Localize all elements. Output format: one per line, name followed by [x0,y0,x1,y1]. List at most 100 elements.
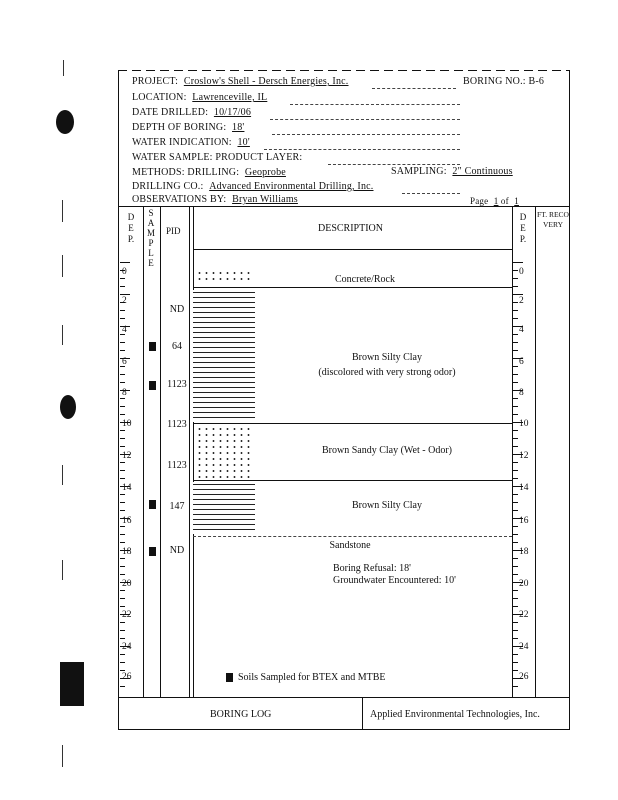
depth-tick [513,406,518,407]
depth-tick [513,374,518,375]
silty-clay-pattern-lower [193,482,255,534]
pid-value: 1123 [167,460,187,471]
sandy-clay-pattern [196,426,254,478]
sample-marker [149,381,156,390]
depth-tick [120,262,130,263]
legend-text: Soils Sampled for BTEX and MTBE [238,672,386,683]
depth-tick [120,454,130,455]
col-pid: PID [166,226,181,236]
observations-label: OBSERVATIONS BY: [132,194,227,205]
depth-label: DEPTH OF BORING: [132,122,227,133]
location-label: LOCATION: [132,92,187,103]
date-label: DATE DRILLED: [132,107,209,118]
depth-tick [120,534,125,535]
depth-tick [513,590,518,591]
project-underline [372,88,456,89]
pid-value: 64 [172,341,182,352]
refusal-note: Boring Refusal: 18' [333,563,411,574]
depth-row: DEPTH OF BORING: 18' [132,122,244,133]
depth-tick [120,382,125,383]
depth-tick [513,342,518,343]
layer-boundary [193,287,512,288]
sampling-row: SAMPLING: 2" Continuous [391,166,513,177]
depth-tick [120,414,125,415]
depth-tick [513,462,518,463]
depth-tick [120,582,130,583]
depth-tick [513,334,518,335]
depth-left-label: 0 [122,267,127,277]
log-frame [118,206,570,698]
depth-tick [513,486,523,487]
depth-left-label: 18 [122,547,132,557]
observations-row: OBSERVATIONS BY: Bryan Williams [132,194,298,205]
layer-description: Concrete/Rock [335,274,395,285]
drillco-row: DRILLING CO.: Advanced Environmental Dri… [132,181,374,192]
page-value: 1 [493,196,499,206]
page-indicator: Page 1 of 1 [470,196,519,206]
depth-tick [513,494,518,495]
depth-tick [513,478,518,479]
water-sample-underline [328,164,460,165]
depth-left-label: 26 [122,672,132,682]
product-layer-label: PRODUCT LAYER: [215,152,303,163]
depth-tick [513,446,518,447]
depth-left-label: 12 [122,451,132,461]
col-depth-left: D E P. [127,212,135,244]
depth-tick [120,638,125,639]
concrete-pattern [196,270,254,284]
pid-value: ND [169,304,185,315]
col-depth-right: D E P. [519,212,527,244]
depth-tick [120,494,125,495]
depth-tick [513,606,518,607]
depth-underline [272,134,460,135]
depth-left-label: 20 [122,579,132,589]
depth-tick [513,542,518,543]
col-recovery: FT. RECO VERY [537,210,569,229]
layer-description: Sandstone [329,540,371,551]
depth-tick [513,646,523,647]
depth-tick [120,318,125,319]
col-divider [193,206,194,698]
depth-tick [120,478,125,479]
depth-tick [513,270,518,271]
layer-boundary-dashed [193,536,512,537]
groundwater-note: Groundwater Encountered: 10' [333,575,456,586]
boring-label: BORING NO.: [463,76,526,87]
depth-tick [513,598,518,599]
methods-row: METHODS: DRILLING: Geoprobe [132,167,286,178]
pid-value: 147 [169,501,185,512]
project-value: Croslow's Shell - Dersch Energies, Inc. [183,76,349,87]
margin-mark [62,465,63,485]
sampling-value: 2" Continuous [452,166,513,177]
boring-no: BORING NO.: B-6 [463,76,544,87]
depth-tick [513,326,523,327]
depth-tick [513,654,518,655]
depth-right-label: 12 [519,451,529,461]
depth-tick [120,526,125,527]
col-divider [160,206,161,698]
depth-tick [120,558,125,559]
of-value: 1 [514,196,519,206]
location-value: Lawrenceville, IL [192,92,268,103]
footer-frame [118,698,570,730]
depth-tick [513,422,523,423]
layer-description: Brown Silty Clay [351,500,422,511]
water-row: WATER INDICATION: 10' [132,137,250,148]
depth-tick [120,630,125,631]
layer-boundary [193,480,512,481]
depth-tick [120,462,125,463]
depth-tick [513,382,518,383]
frame-left-upper [118,70,119,206]
page-label: Page [470,196,489,206]
depth-tick [513,366,518,367]
drillco-value: Advanced Environmental Drilling, Inc. [209,181,374,192]
depth-tick [120,662,125,663]
depth-tick [513,302,518,303]
project-label: PROJECT: [132,76,179,87]
layer-description: (discolored with very strong odor) [318,367,456,378]
depth-tick [120,326,130,327]
observations-value: Bryan Williams [232,194,298,205]
silty-clay-pattern [193,290,255,422]
depth-left-label: 24 [122,642,132,652]
col-sample: S A M P L E [146,208,155,268]
